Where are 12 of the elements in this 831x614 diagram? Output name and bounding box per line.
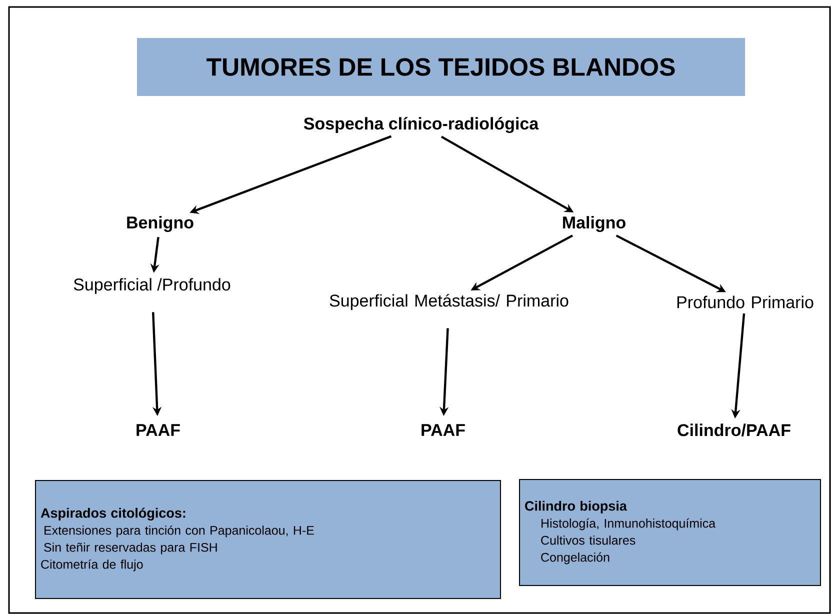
- info-box: Aspirados citológicos: Extensiones para tinción con Papanicolaou, H-E Sin teñir reservadas para FISH Citometría de flujo: [35, 480, 501, 599]
- node-label: Sospecha clínico-radiológica: [304, 116, 539, 134]
- info-box: Cilindro biopsia Histología, Inmunohistoquímica Cultivos tisulares Congelación: [519, 479, 821, 586]
- node-text: Profundo Primario: [677, 296, 814, 308]
- node-label: Benigno: [127, 216, 194, 232]
- node-label: PAAF: [136, 424, 180, 436]
- node-label: Maligno: [563, 216, 626, 232]
- node-label: PAAF: [422, 424, 465, 436]
- node-text: Superficial Metástasis/ Primario: [330, 294, 568, 310]
- node-text: Superficial /Profundo: [74, 278, 230, 294]
- node-label: Cilindro/PAAF: [678, 424, 790, 436]
- title-banner: TUMORES DE LOS TEJIDOS BLANDOS: [137, 38, 745, 96]
